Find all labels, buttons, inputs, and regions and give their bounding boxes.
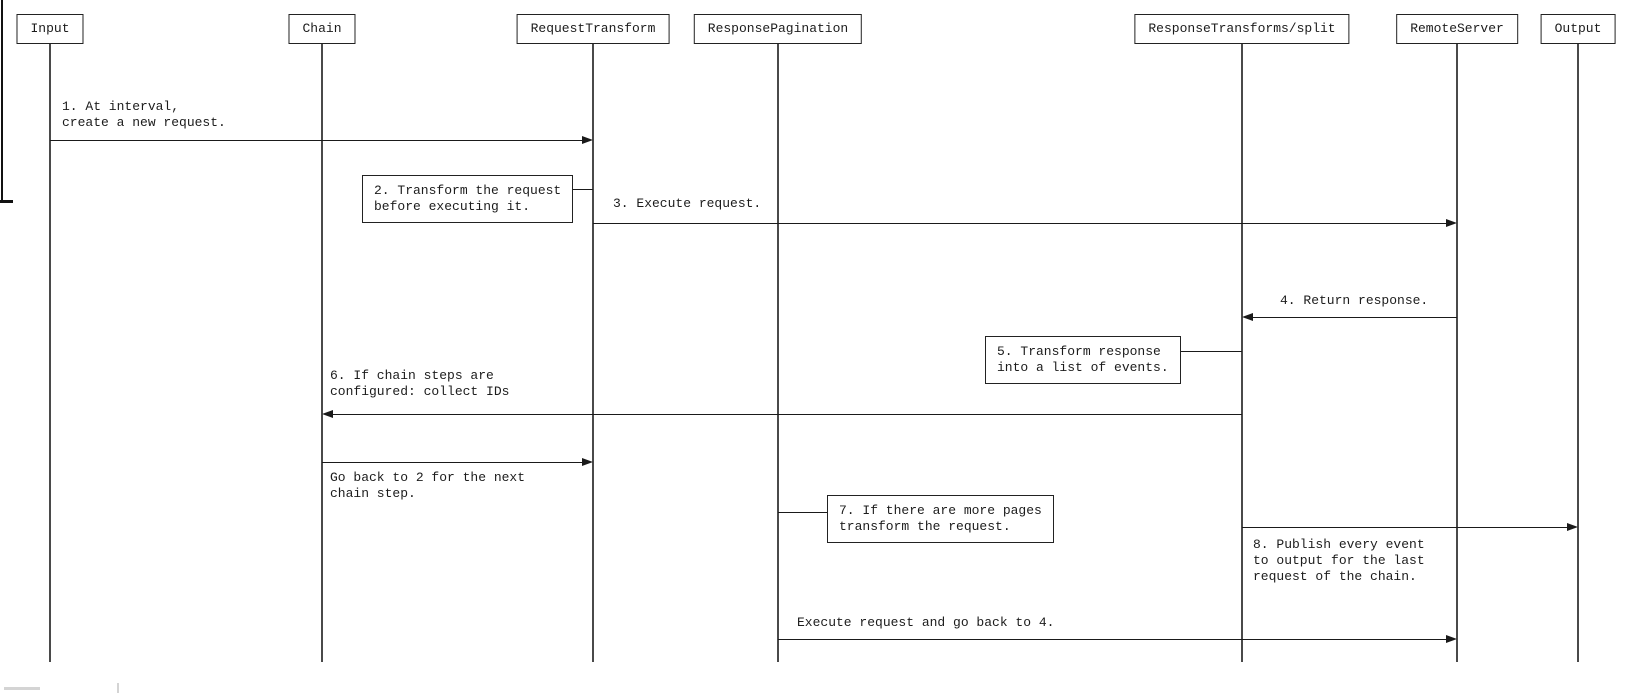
lifeline-request-transform	[592, 44, 594, 662]
message-arrow-line	[778, 639, 1448, 640]
arrowhead	[582, 458, 593, 466]
message-arrow-line	[593, 223, 1448, 224]
lifeline-chain	[321, 44, 323, 662]
participant-remote-server: RemoteServer	[1396, 14, 1518, 44]
cropped-text-artifact	[4, 687, 40, 690]
message-arrow-line	[50, 140, 584, 141]
cropped-frame-edge-tick	[0, 200, 13, 203]
arrowhead	[582, 136, 593, 144]
note-connector-line	[1181, 351, 1242, 352]
arrowhead	[1446, 635, 1457, 643]
note-box-5-transform-response: 5. Transform response into a list of eve…	[985, 336, 1181, 384]
participant-chain: Chain	[288, 14, 356, 44]
message-arrow-line	[331, 414, 1242, 415]
participant-response-transforms-split: ResponseTransforms/split	[1134, 14, 1350, 44]
note-connector-line	[778, 512, 827, 513]
lifeline-input	[49, 44, 51, 662]
lifeline-response-pagination	[777, 44, 779, 662]
note-box-7-more-pages: 7. If there are more pages transform the…	[827, 495, 1054, 543]
message-label-8-publish-every-event: 8. Publish every event to output for the…	[1253, 537, 1425, 584]
message-label-1-at-interval: 1. At interval, create a new request.	[62, 99, 226, 130]
arrowhead	[1446, 219, 1457, 227]
arrowhead	[1567, 523, 1578, 531]
cropped-frame-edge-line	[1, 0, 3, 201]
message-arrow-line	[1251, 317, 1457, 318]
message-arrow-line	[1242, 527, 1569, 528]
message-arrow-line	[322, 462, 584, 463]
arrowhead	[1242, 313, 1253, 321]
message-label-6-collect-ids: 6. If chain steps are configured: collec…	[330, 368, 510, 399]
note-connector-line	[573, 189, 593, 190]
arrowhead	[322, 410, 333, 418]
message-label-3-execute-request: 3. Execute request.	[613, 196, 762, 211]
message-label-go-back-to-2: Go back to 2 for the next chain step.	[330, 470, 526, 501]
participant-input: Input	[16, 14, 84, 44]
participant-request-transform: RequestTransform	[516, 14, 670, 44]
cropped-text-artifact	[117, 683, 119, 693]
lifeline-remote-server	[1456, 44, 1458, 662]
note-box-2-transform-request: 2. Transform the request before executin…	[362, 175, 574, 223]
lifeline-output	[1577, 44, 1579, 662]
message-label-4-return-response: 4. Return response.	[1280, 293, 1429, 308]
participant-output: Output	[1540, 14, 1616, 44]
message-label-execute-and-go-back-to-4: Execute request and go back to 4.	[797, 615, 1055, 630]
participant-response-pagination: ResponsePagination	[693, 14, 863, 44]
lifeline-response-transforms-split	[1241, 44, 1243, 662]
